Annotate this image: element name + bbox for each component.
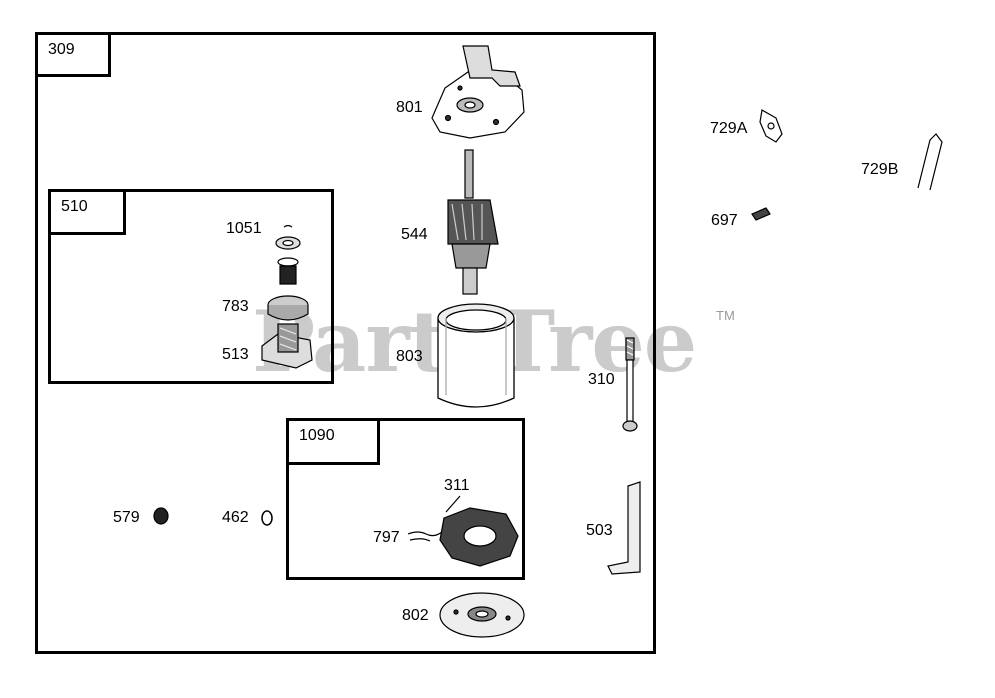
part-579-drawing [153, 507, 169, 525]
assembly-510-tag[interactable]: 510 [51, 192, 126, 235]
label-729B[interactable]: 729B [861, 161, 899, 178]
label-310[interactable]: 310 [588, 371, 615, 388]
label-803[interactable]: 803 [396, 348, 423, 365]
trademark-mark: TM [716, 308, 735, 323]
part-697-drawing [751, 207, 771, 221]
part-310-drawing [622, 337, 638, 432]
part-544-drawing [447, 149, 499, 295]
label-503[interactable]: 503 [586, 522, 613, 539]
label-801[interactable]: 801 [396, 99, 423, 116]
assembly-1090-frame [286, 418, 525, 580]
part-462-drawing [261, 510, 273, 526]
part-783-drawing [267, 295, 309, 321]
part-513-drawing [261, 323, 313, 369]
label-1051[interactable]: 1051 [226, 220, 262, 237]
assembly-1090-tag[interactable]: 1090 [289, 421, 380, 465]
label-802[interactable]: 802 [402, 607, 429, 624]
label-783[interactable]: 783 [222, 298, 249, 315]
label-797[interactable]: 797 [373, 529, 400, 546]
part-729B-drawing [917, 133, 943, 191]
label-462[interactable]: 462 [222, 509, 249, 526]
part-801-drawing [431, 45, 525, 139]
part-803-drawing [437, 303, 515, 408]
part-503-drawing [607, 481, 641, 575]
part-1051-drawing [275, 224, 301, 285]
part-311-drawing [439, 495, 519, 567]
assembly-510-frame [48, 189, 334, 384]
part-797-drawing [407, 531, 443, 542]
assembly-309-tag[interactable]: 309 [38, 35, 111, 77]
label-544[interactable]: 544 [401, 226, 428, 243]
label-311[interactable]: 311 [444, 477, 470, 494]
label-729A[interactable]: 729A [710, 120, 748, 137]
part-729A-drawing [759, 109, 783, 143]
assembly-309-frame [35, 32, 656, 654]
part-802-drawing [439, 592, 525, 638]
label-513[interactable]: 513 [222, 346, 249, 363]
label-579[interactable]: 579 [113, 509, 140, 526]
label-697[interactable]: 697 [711, 212, 738, 229]
